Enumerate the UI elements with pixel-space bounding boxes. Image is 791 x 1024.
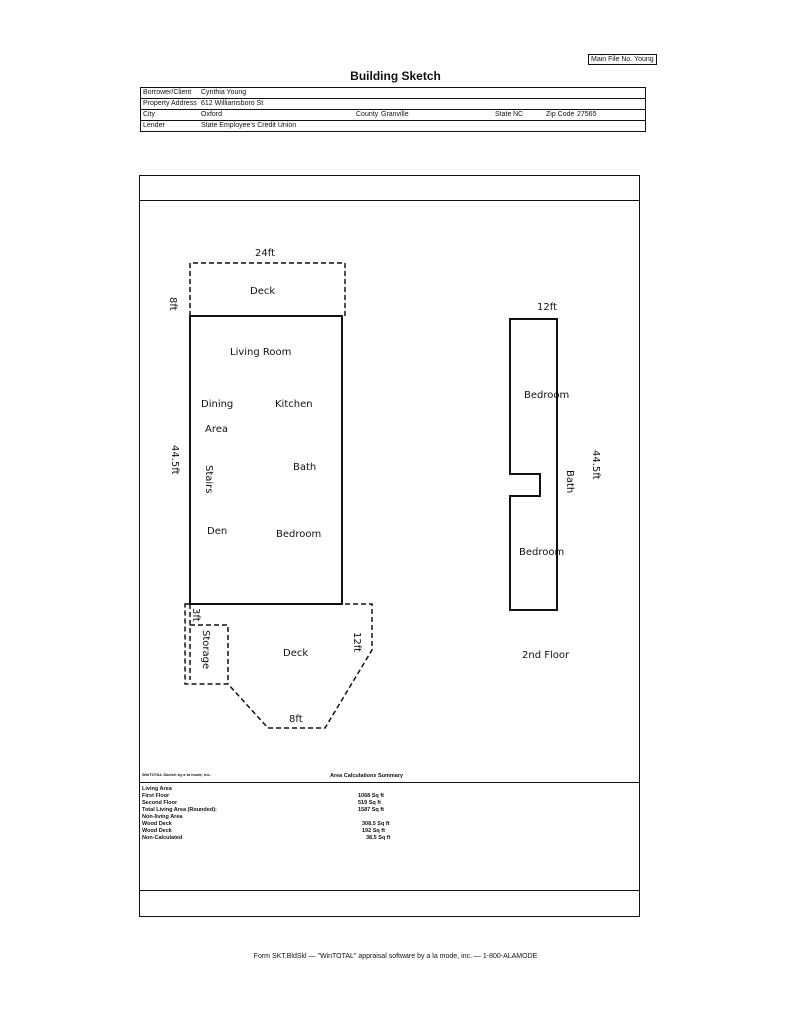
divider — [140, 890, 639, 891]
address-label: Property Address — [143, 100, 197, 107]
county-value: Granville — [381, 111, 409, 118]
footer: Form SKT.BldSkl — "WinTOTAL" appraisal s… — [253, 953, 538, 960]
borrower-value: Cynthia Young — [201, 89, 247, 96]
state-label: State — [495, 111, 512, 118]
divider — [140, 200, 639, 201]
room-label: Bedroom — [519, 547, 564, 558]
room-label: Deck — [250, 286, 275, 297]
summary-label: Wood Deck — [142, 821, 172, 827]
sketch-frame: WinTOTAL Sketch by a la mode, inc. Area … — [139, 175, 640, 917]
room-label: Stairs — [203, 465, 214, 494]
sketch-company: WinTOTAL Sketch by a la mode, inc. — [142, 772, 211, 777]
summary-label: Living Area — [142, 786, 172, 792]
county-label: County — [356, 111, 379, 118]
property-header: Borrower/Client Cynthia Young Property Ad… — [140, 87, 646, 132]
state-value: NC — [513, 111, 524, 118]
lender-value: State Employee's Credit Union — [201, 122, 297, 129]
storage-outline — [190, 624, 229, 684]
city-label: City — [143, 111, 156, 118]
summary-value: 1068 Sq ft — [358, 793, 384, 799]
summary-title: Area Calculations Summary — [330, 773, 404, 779]
address-value: 612 Williamsboro St — [201, 100, 264, 107]
summary-value: 192 Sq ft — [362, 828, 385, 834]
room-label: Storage — [200, 630, 211, 669]
summary-value: 308.5 Sq ft — [362, 821, 390, 827]
summary-value: 1587 Sq ft — [358, 807, 384, 813]
deck-bottom-outline — [184, 603, 373, 729]
room-label: Living Room — [230, 347, 291, 358]
room-label: Bath — [293, 462, 316, 473]
dim-label: 12ft — [351, 632, 362, 652]
summary-value: 519 Sq ft — [358, 800, 381, 806]
room-label: Bedroom — [276, 529, 321, 540]
dim-label: 12ft — [537, 302, 557, 313]
deck-top-outline — [189, 262, 346, 316]
first-floor-outline — [189, 315, 343, 605]
room-label: Bedroom — [524, 390, 569, 401]
room-label: Area — [205, 424, 228, 435]
room-label: Kitchen — [275, 399, 313, 410]
summary-label: Second Floor — [142, 800, 178, 806]
zip-value: 27565 — [577, 111, 597, 118]
city-value: Oxford — [201, 111, 223, 118]
dim-label: 24ft — [255, 248, 275, 259]
page-title: Building Sketch — [350, 69, 441, 83]
summary-label: Non-living Area — [142, 814, 183, 820]
summary-label: Wood Deck — [142, 828, 172, 834]
dim-label: 44.5ft — [169, 445, 180, 475]
summary-label: First Floor — [142, 793, 170, 799]
second-floor-outline — [509, 318, 558, 611]
lender-label: Lender — [143, 122, 165, 129]
room-label: Deck — [283, 648, 308, 659]
summary-label: Non-Calculated — [142, 835, 183, 841]
room-label: Bath — [564, 470, 575, 493]
dim-label: 44.5ft — [590, 450, 601, 480]
dim-label: 8ft — [289, 714, 303, 725]
dim-label: 3ft — [190, 608, 201, 622]
dim-label: 8ft — [167, 297, 178, 311]
borrower-label: Borrower/Client — [143, 89, 192, 96]
room-label: Den — [207, 526, 227, 537]
zip-label: Zip Code — [546, 111, 575, 118]
floor-label: 2nd Floor — [522, 650, 570, 661]
divider — [140, 782, 639, 783]
file-number: Main File No. Young — [588, 54, 657, 65]
room-label: Dining — [201, 399, 233, 410]
summary-value: 38.5 Sq ft — [366, 835, 391, 841]
summary-label: Total Living Area (Rounded): — [142, 807, 217, 813]
